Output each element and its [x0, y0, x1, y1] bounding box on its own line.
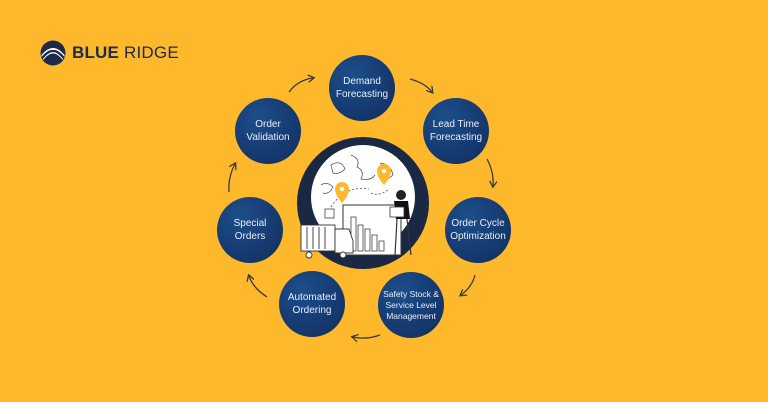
mountain-ridge-logo-icon: [40, 40, 66, 66]
location-pin-icon: [335, 182, 349, 203]
arrow-automated-to-special: [249, 276, 268, 298]
node-label: Lead Time Forecasting: [429, 119, 483, 143]
brand-name: BLUE RIDGE: [72, 43, 179, 63]
node-safety-stock: Safety Stock & Service Level Management: [378, 272, 444, 338]
brand-name-light: RIDGE: [124, 43, 179, 62]
center-illustration: [297, 137, 429, 269]
person-icon: [389, 190, 412, 256]
arrow-special-to-validation: [228, 164, 235, 193]
truck-icon: [300, 224, 354, 259]
node-special-orders: Special Orders: [217, 197, 283, 263]
node-label: Demand Forecasting: [335, 76, 389, 100]
node-demand-forecasting: Demand Forecasting: [329, 55, 395, 121]
arrow-demand-to-leadtime: [409, 78, 432, 92]
node-automated-ordering: Automated Ordering: [279, 271, 345, 337]
illustration-foreground: [300, 164, 412, 259]
brand-name-bold: BLUE: [72, 43, 120, 62]
brand-logo: BLUE RIDGE: [40, 40, 179, 66]
node-label: Special Orders: [233, 218, 267, 242]
arrow-safety-to-automated: [353, 335, 381, 338]
arrow-leadtime-to-ordercycle: [486, 158, 493, 186]
node-label: Automated Ordering: [287, 292, 337, 316]
node-order-validation: Order Validation: [235, 98, 301, 164]
node-lead-time-forecasting: Lead Time Forecasting: [423, 98, 489, 164]
arrow-ordercycle-to-safety: [461, 274, 476, 295]
node-order-cycle-optimization: Order Cycle Optimization: [445, 197, 511, 263]
arrow-validation-to-demand: [288, 78, 313, 93]
node-label: Order Cycle Optimization: [450, 218, 506, 242]
package-icon: [324, 208, 335, 219]
node-label: Order Validation: [246, 119, 290, 143]
location-pin-icon: [377, 164, 391, 185]
node-label: Safety Stock & Service Level Management: [383, 288, 439, 321]
globe-truck-chart-person-illustration: [320, 154, 394, 208]
